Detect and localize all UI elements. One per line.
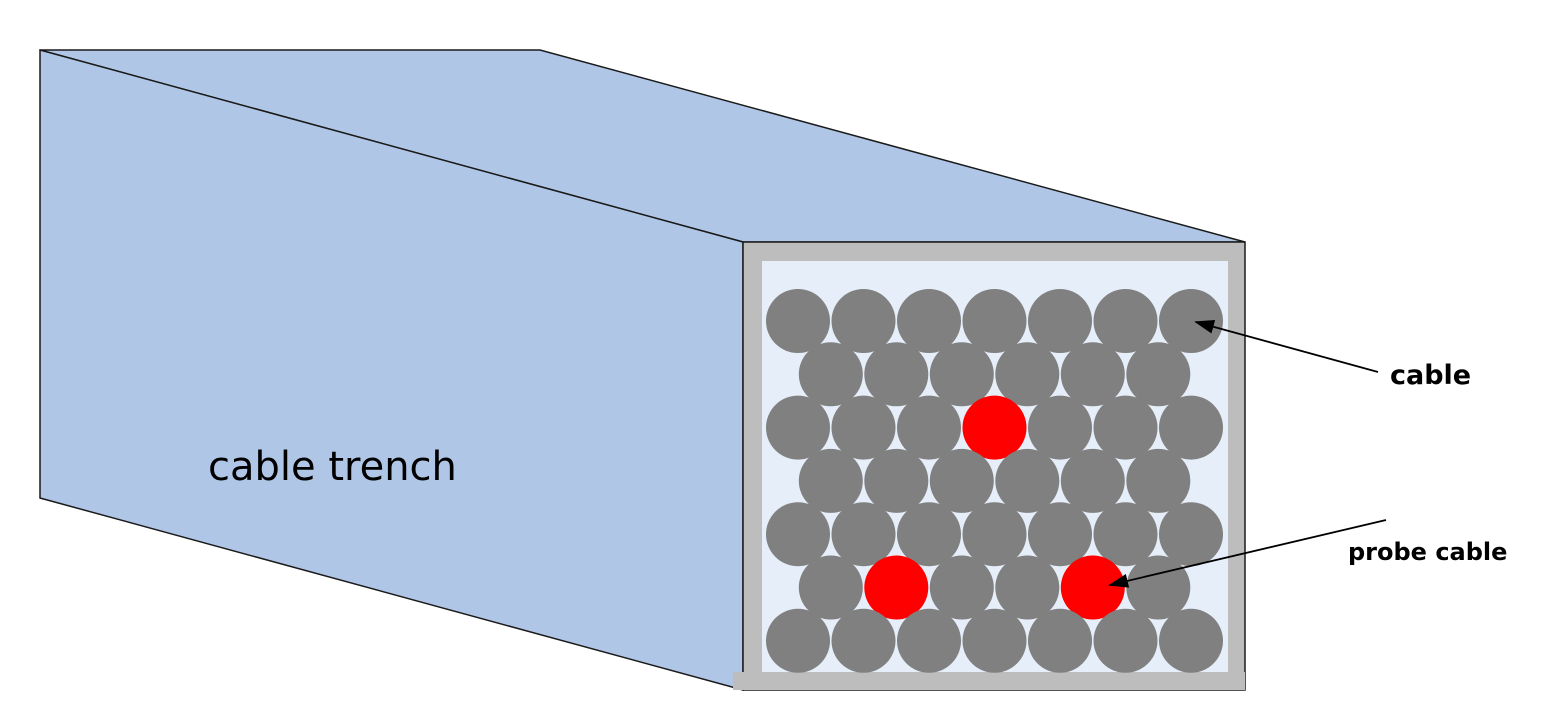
cable-circle [864, 342, 929, 407]
trench-label: cable trench [208, 444, 457, 490]
cable-circle [962, 608, 1027, 673]
probe-cable-circle [962, 395, 1027, 460]
cable-circle [831, 289, 896, 353]
cable-circle [1093, 395, 1158, 460]
cable-callout-arrow [1194, 320, 1379, 373]
probe-cable-circle [1060, 555, 1125, 620]
cable-circle [1126, 555, 1191, 620]
cable-circle [766, 502, 830, 567]
cable-circle [897, 502, 961, 567]
cable-circle [1126, 342, 1191, 407]
cable-circle [1028, 395, 1092, 460]
cable-circle [995, 448, 1060, 513]
cable-circle [1028, 608, 1092, 673]
cable-circle [897, 289, 961, 353]
probe-cable-label: probe cable [1348, 538, 1507, 566]
cable-circle [1060, 448, 1125, 513]
cable-circle [766, 395, 830, 460]
cable-circle [798, 448, 863, 513]
cable-circle [929, 342, 994, 407]
cable-circle [1159, 289, 1223, 353]
cable-circle [1028, 289, 1092, 353]
cable-circle [831, 395, 896, 460]
cable-bundle [766, 289, 1223, 673]
cable-circle [962, 289, 1027, 353]
cable-circle [1159, 608, 1223, 673]
cable-circle [1093, 289, 1158, 353]
frame-bottom-lip [733, 672, 1245, 690]
cable-circle [766, 608, 830, 673]
probe-cable-callout-arrow [1108, 519, 1387, 588]
cable-circle [929, 555, 994, 620]
cable-circle [1093, 502, 1158, 567]
cable-circle [1159, 502, 1223, 567]
cable-circle [929, 448, 994, 513]
cable-circle [798, 342, 863, 407]
cable-circle [1028, 502, 1092, 567]
cable-circle [831, 502, 896, 567]
cable-circle [831, 608, 896, 673]
cable-circle [1060, 342, 1125, 407]
cable-circle [1093, 608, 1158, 673]
probe-cable-circle [864, 555, 929, 620]
cable-circle [1126, 448, 1191, 513]
cable-circle [864, 448, 929, 513]
cable-circle [1159, 395, 1223, 460]
cable-circle [962, 502, 1027, 567]
cable-circle [766, 289, 830, 353]
cable-circle [798, 555, 863, 620]
cable-circle [995, 342, 1060, 407]
cable-circle [995, 555, 1060, 620]
cable-circle [897, 608, 961, 673]
cable-label: cable [1390, 360, 1471, 391]
cable-circle [897, 395, 961, 460]
